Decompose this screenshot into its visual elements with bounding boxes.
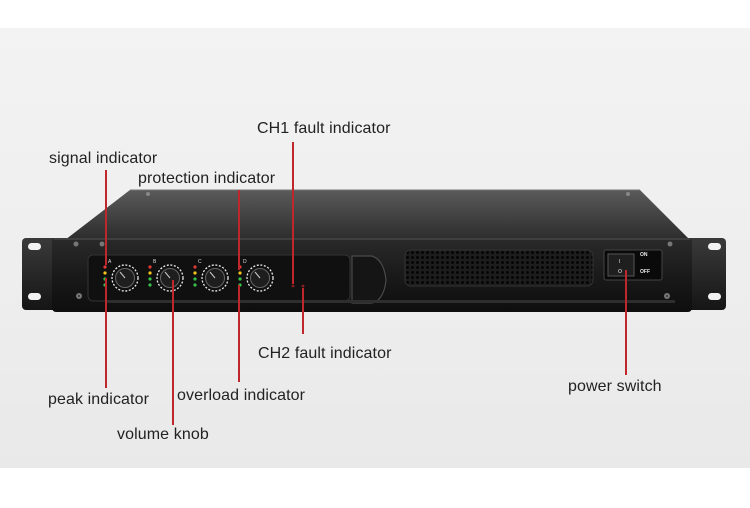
overload-led — [193, 283, 197, 287]
volume-knob-line — [172, 280, 174, 425]
signal-led — [193, 265, 197, 269]
vent-grille — [404, 249, 594, 287]
ch2-fault-line — [302, 288, 304, 334]
peak-led — [193, 277, 197, 281]
ch1-fault-led — [291, 284, 295, 288]
volume-knob-ring — [111, 264, 139, 292]
protection-led — [193, 271, 197, 275]
channel-label-c: C — [198, 259, 202, 265]
ch1-fault-line — [292, 142, 294, 284]
volume-knob-ring — [246, 264, 274, 292]
ch1-fault-indicator-label: CH1 fault indicator — [257, 120, 391, 137]
protection-led — [103, 271, 107, 275]
channel-b — [148, 264, 184, 292]
overload-indicator-line — [238, 285, 240, 382]
peak-indicator-label: peak indicator — [48, 391, 150, 408]
volume-knob-label: volume knob — [117, 426, 209, 443]
signal-led — [148, 265, 152, 269]
volume-knob-ring — [201, 264, 229, 292]
power-switch-line — [625, 270, 627, 375]
peak-led — [148, 277, 152, 281]
power-off-label: OFF — [640, 269, 650, 275]
channel-c — [193, 264, 229, 292]
protection-indicator-line — [238, 190, 240, 270]
protection-led — [238, 271, 242, 275]
overload-led — [148, 283, 152, 287]
channel-label-b: B — [153, 259, 157, 265]
channel-label-a: A — [108, 259, 112, 265]
power-switch-label: power switch — [568, 378, 662, 395]
channel-d — [238, 264, 274, 292]
power-rocker — [607, 253, 635, 277]
signal-led — [103, 265, 107, 269]
power-on-label: ON — [640, 252, 648, 258]
chassis-top — [65, 190, 690, 240]
svg-text:O: O — [618, 269, 622, 275]
protection-indicator-label: protection indicator — [138, 170, 276, 187]
peak-led — [238, 277, 242, 281]
overload-indicator-label: overload indicator — [177, 387, 306, 404]
protection-led — [148, 271, 152, 275]
ch2-fault-led — [301, 284, 305, 288]
channel-label-d: D — [243, 259, 247, 265]
signal-indicator-label: signal indicator — [49, 150, 158, 167]
volume-knob-ring — [156, 264, 184, 292]
ch2-fault-indicator-label: CH2 fault indicator — [258, 345, 392, 362]
brand-logo — [351, 255, 387, 304]
peak-indicator-line — [105, 278, 107, 388]
signal-indicator-line — [105, 170, 107, 265]
svg-text:I: I — [619, 259, 620, 265]
